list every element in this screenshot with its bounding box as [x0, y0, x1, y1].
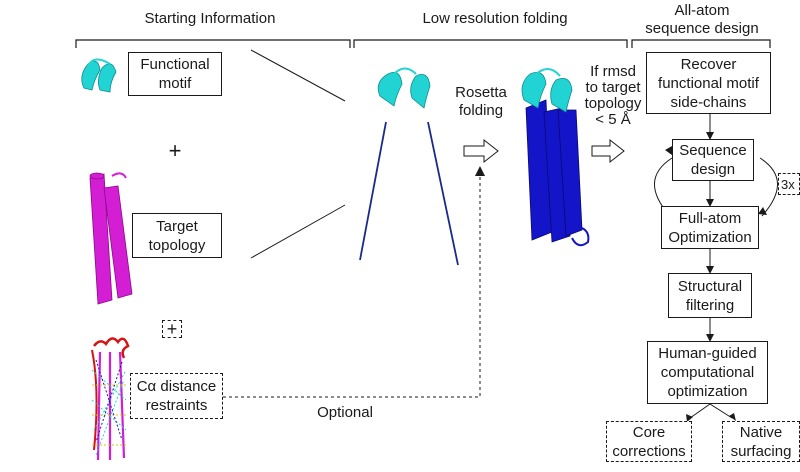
ca-distance-restraints-box: Cα distance restraints	[130, 373, 223, 419]
plus-boxed-sign: +	[162, 320, 182, 338]
folded-structure-icon	[521, 68, 590, 247]
header-starting-information: Starting Information	[144, 10, 276, 27]
topology-structure-icon	[89, 172, 133, 305]
repeat-3x-box: 3x	[778, 173, 800, 195]
pipeline-arrowheads	[665, 132, 767, 422]
target-topology-box: Target topology	[132, 213, 222, 258]
optional-label: Optional	[317, 404, 373, 421]
restraints-structure-icon	[91, 337, 130, 461]
motif-structure-icon	[81, 58, 117, 93]
flow-arrows	[463, 138, 625, 164]
rmsd-condition-label: If rmsd to target topology < 5 Å	[584, 63, 642, 128]
recover-motif-box: Recover functional motif side-chains	[646, 52, 771, 114]
sequence-design-box: Sequence design	[672, 139, 754, 181]
full-atom-optimization-box: Full-atom Optimization	[661, 206, 759, 249]
human-guided-optimization-box: Human-guided computational optimization	[647, 341, 768, 404]
pipeline-connectors	[654, 114, 778, 419]
header-all-atom-sequence-design: All-atom sequence design	[645, 2, 759, 37]
folding-model-icon	[359, 67, 459, 266]
header-low-resolution-folding: Low resolution folding	[422, 10, 568, 27]
rosetta-folding-label: Rosetta folding	[455, 84, 507, 119]
plus-sign: +	[168, 138, 182, 163]
section-brackets	[75, 39, 771, 48]
optional-restraint-path	[223, 172, 481, 398]
native-surfacing-box: Native surfacing	[722, 421, 800, 462]
core-corrections-box: Core corrections	[606, 421, 692, 462]
optional-arrowhead	[475, 166, 485, 176]
functional-motif-box: Functional motif	[128, 52, 222, 96]
structural-filtering-box: Structural filtering	[668, 273, 752, 318]
connector-lines	[250, 49, 346, 259]
